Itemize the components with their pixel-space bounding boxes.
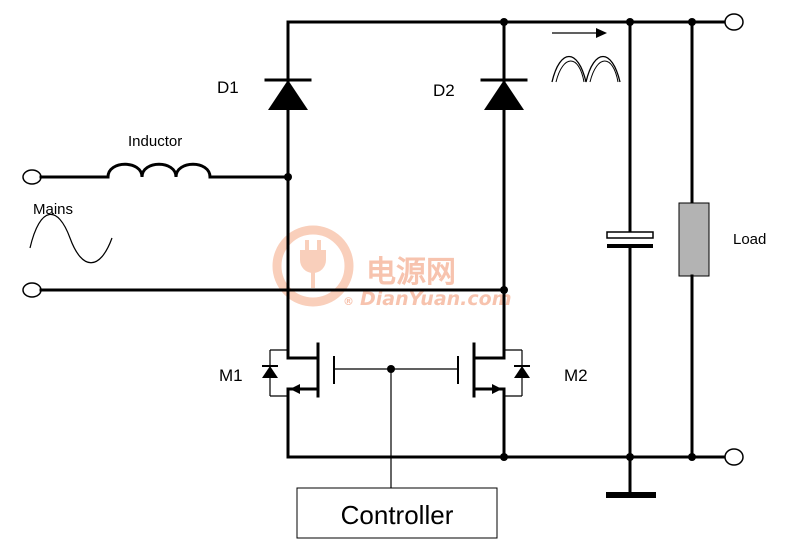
capacitor-plate-bottom bbox=[607, 244, 653, 248]
output-terminal-top bbox=[724, 13, 744, 31]
mosfet-m1 bbox=[262, 342, 335, 459]
output-terminal-bottom bbox=[724, 448, 744, 466]
label-d2: D2 bbox=[433, 81, 455, 100]
capacitor-plate-top bbox=[606, 231, 654, 239]
junction-dot bbox=[500, 18, 508, 26]
load-resistor bbox=[678, 202, 710, 277]
watermark-logo-ring bbox=[272, 225, 354, 307]
watermark-plug-icon bbox=[300, 250, 326, 273]
label-controller: Controller bbox=[341, 500, 454, 530]
mains-terminal-bottom bbox=[22, 282, 42, 298]
rectified-waveform-icon bbox=[551, 55, 621, 83]
mosfet-m2 bbox=[457, 342, 530, 459]
label-load: Load bbox=[733, 231, 766, 248]
inductor-coil bbox=[106, 162, 212, 179]
diode-d1 bbox=[264, 78, 312, 110]
diode-d2 bbox=[480, 78, 528, 110]
watermark-chinese-text: 电源网 bbox=[366, 255, 456, 290]
watermark: 电源网 DianYuan.com ® bbox=[272, 225, 512, 310]
label-inductor: Inductor bbox=[128, 133, 182, 150]
watermark-registered-mark: ® bbox=[343, 295, 354, 308]
label-d1: D1 bbox=[217, 78, 239, 97]
label-m2: M2 bbox=[564, 366, 588, 385]
sine-wave-icon bbox=[29, 213, 113, 264]
label-m1: M1 bbox=[219, 366, 243, 385]
label-mains: Mains bbox=[33, 201, 73, 218]
mains-terminal-top bbox=[22, 169, 42, 185]
watermark-english-text: DianYuan.com bbox=[360, 288, 512, 310]
controller-box bbox=[296, 487, 498, 539]
